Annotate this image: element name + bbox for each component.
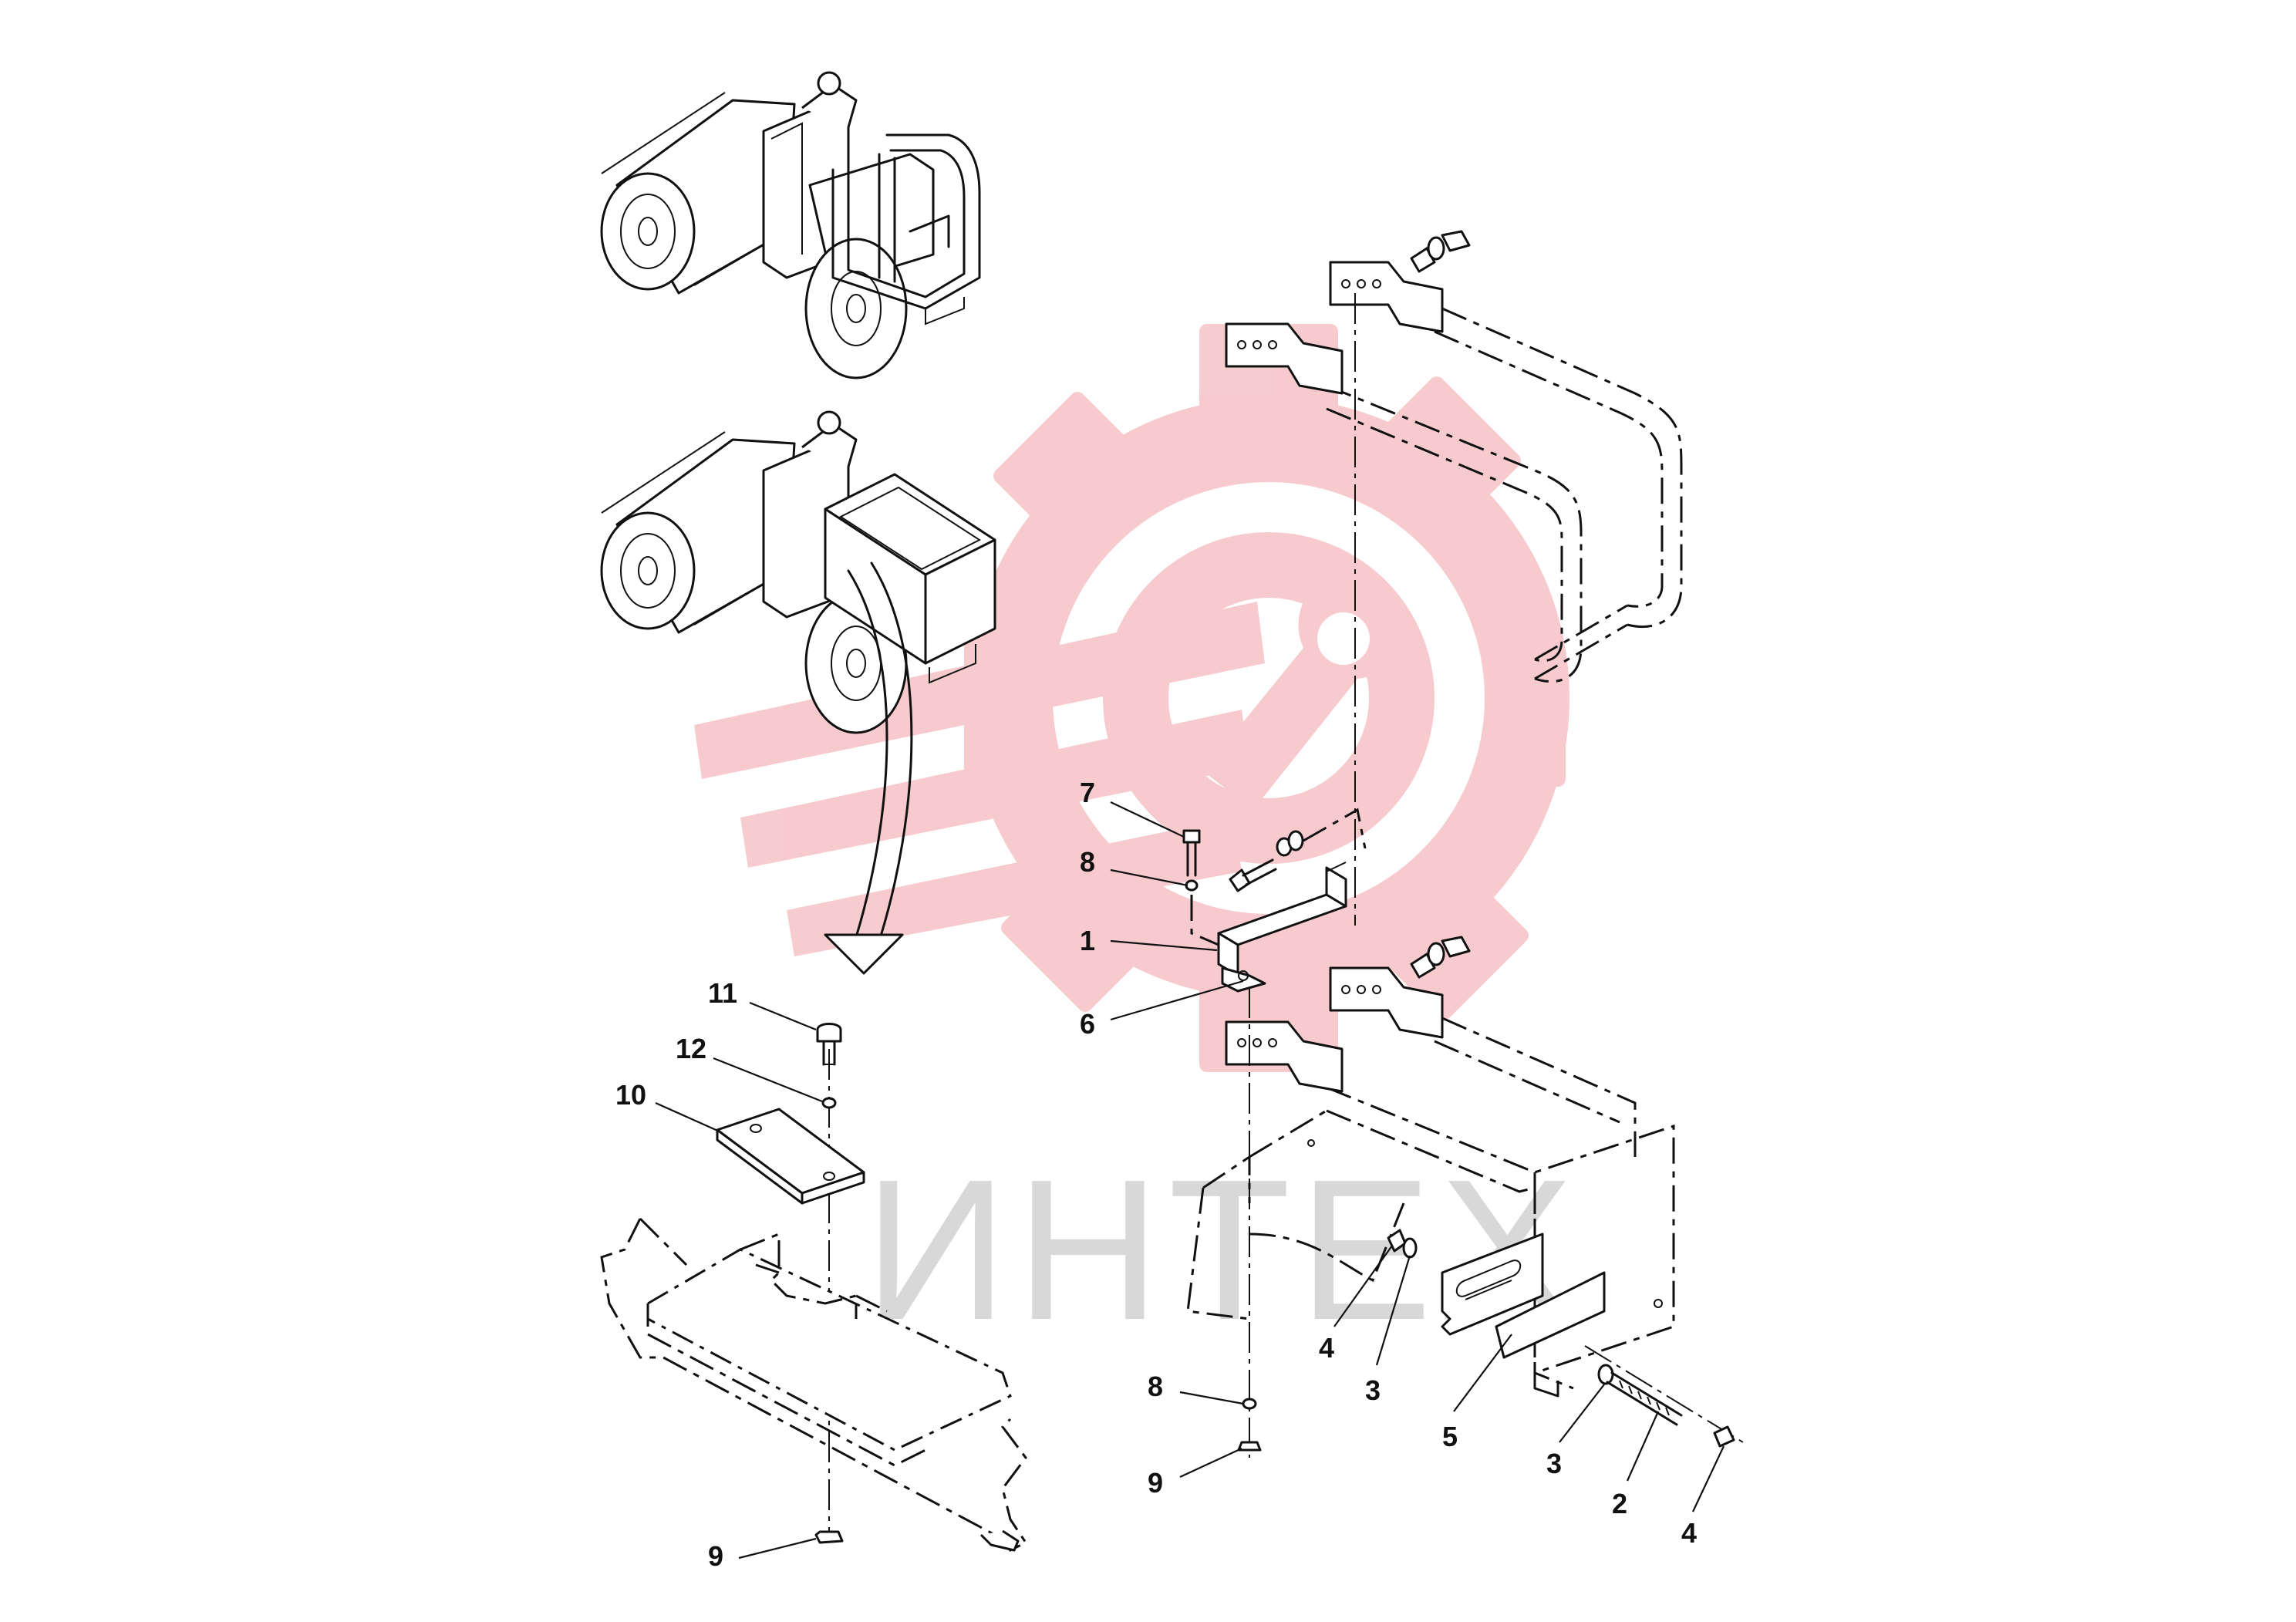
leader-4a	[1333, 1245, 1393, 1327]
leader-3b	[1559, 1384, 1605, 1443]
leader-8a	[1110, 868, 1188, 887]
leader-1	[1110, 939, 1218, 952]
detail-arrow	[824, 561, 913, 975]
callout-7: 7	[1080, 777, 1095, 808]
callout-1: 1	[1080, 925, 1095, 956]
leader-8b	[1179, 1391, 1244, 1405]
callout-12: 12	[676, 1033, 706, 1064]
callout-6: 6	[1080, 1008, 1095, 1040]
callout-11: 11	[708, 977, 737, 1009]
leader-3a	[1375, 1255, 1411, 1366]
upper-hoop-phantom	[1225, 230, 1683, 683]
callout-9b: 9	[708, 1540, 723, 1572]
leader-2	[1626, 1411, 1660, 1482]
leader-6	[1110, 980, 1244, 1021]
speed-lines	[694, 602, 1265, 956]
callout-8a: 8	[1080, 846, 1095, 878]
leader-7	[1110, 801, 1185, 838]
callout-4b: 4	[1681, 1517, 1697, 1549]
leader-4b	[1692, 1445, 1725, 1512]
leader-12	[713, 1057, 823, 1103]
leader-9b	[738, 1537, 817, 1560]
callout-8b: 8	[1148, 1371, 1163, 1402]
callout-2: 2	[1612, 1488, 1627, 1519]
intekh-watermark: ИНТЕХ	[694, 324, 1573, 1362]
callout-10: 10	[615, 1079, 646, 1111]
bottom-hardware	[1237, 1398, 1262, 1452]
callout-9a: 9	[1148, 1467, 1163, 1499]
callout-3a: 3	[1365, 1374, 1381, 1406]
roller-machine-view-box	[600, 410, 996, 734]
leader-11	[749, 1001, 817, 1031]
callout-3b: 3	[1546, 1448, 1562, 1479]
roller-machine-view-hoop	[600, 71, 981, 379]
callout-5: 5	[1442, 1421, 1458, 1452]
left-detail-assembly	[600, 1023, 1028, 1552]
leader-5	[1453, 1334, 1512, 1412]
leader-10	[655, 1101, 722, 1134]
leader-9a	[1179, 1448, 1242, 1478]
bracket-assembly	[1182, 808, 1367, 993]
callout-4a: 4	[1319, 1332, 1334, 1364]
callout-labels: 7 8 1 6 11 12 10 4 3 5 8 9 3 2 4 9	[615, 777, 1725, 1572]
mounting-plate	[1441, 1233, 1606, 1359]
